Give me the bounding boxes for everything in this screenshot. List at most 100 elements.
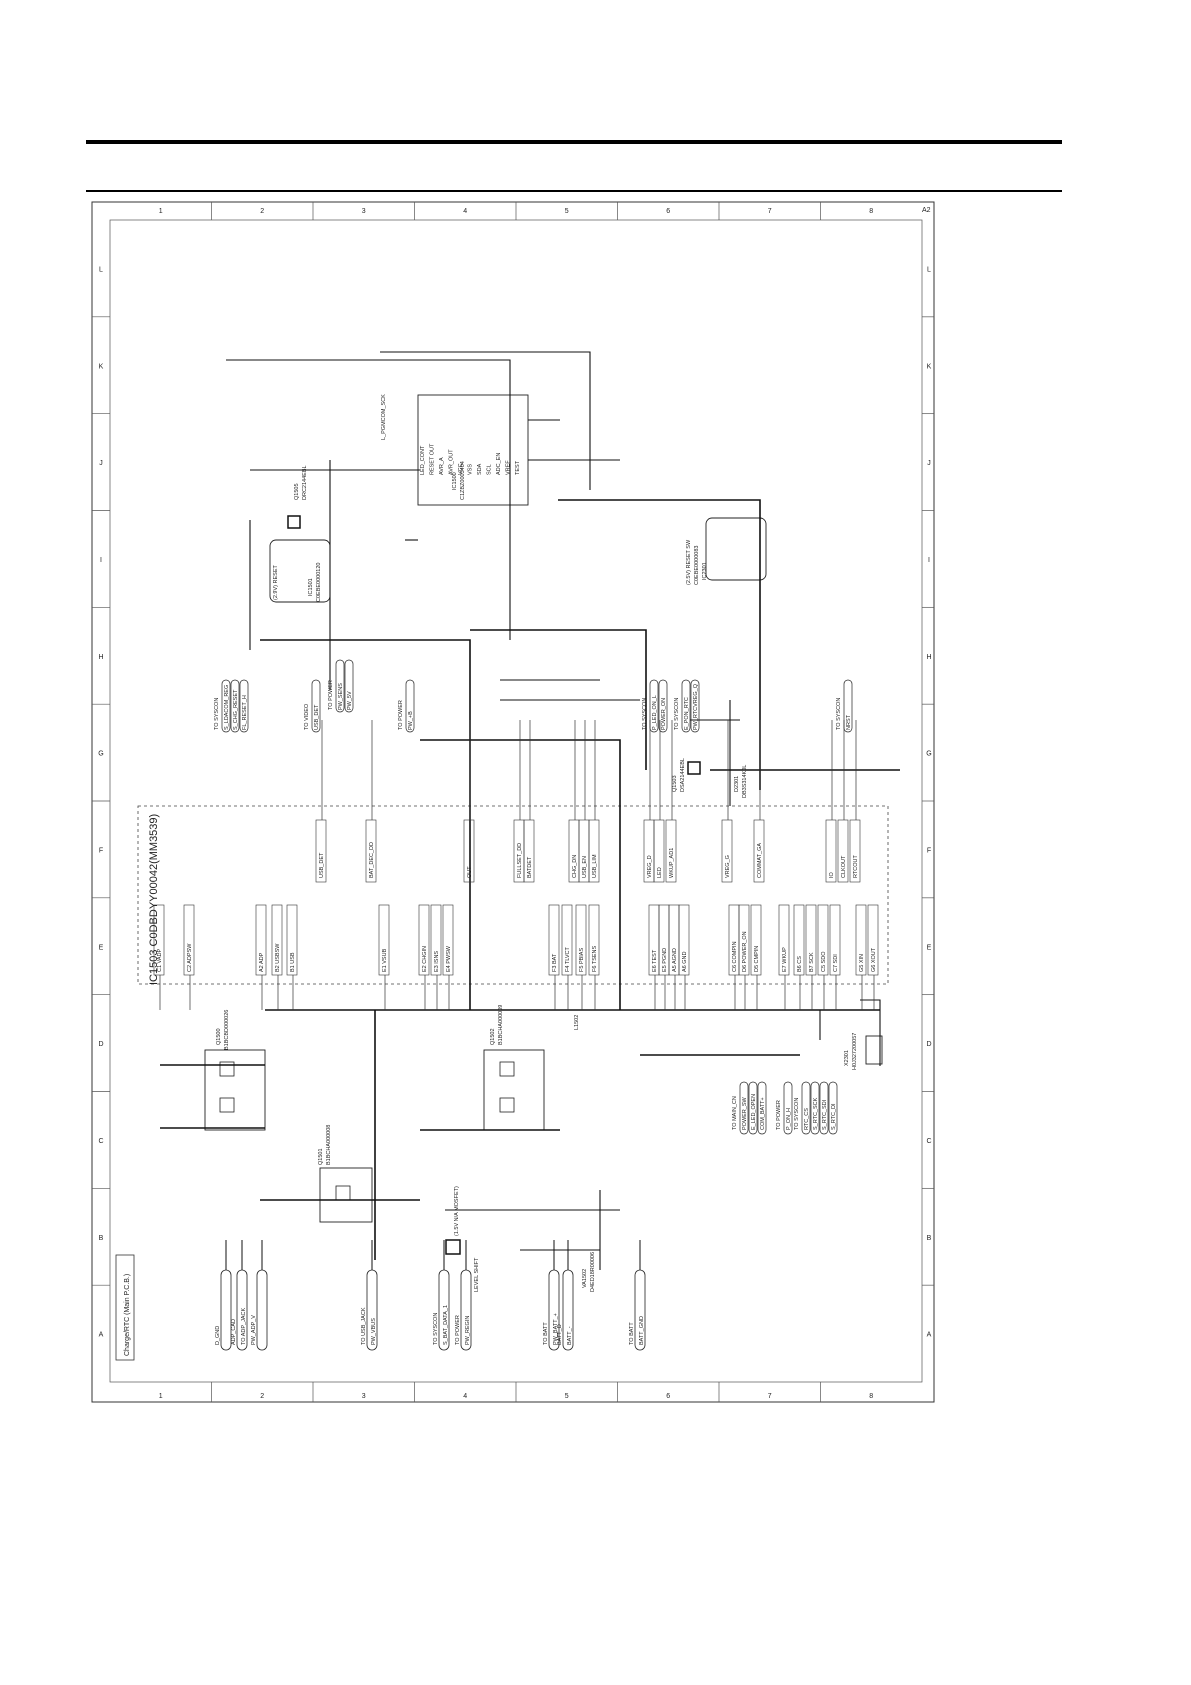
connector-pill bbox=[690, 679, 700, 733]
connector-dest: TO POWER bbox=[328, 680, 334, 710]
grid-column-label: 8 bbox=[869, 208, 873, 215]
grid-row-label: C bbox=[98, 1138, 103, 1145]
ic1503-pin-label: A5 AGND bbox=[672, 948, 678, 972]
connector-pill bbox=[757, 1081, 767, 1135]
ic1503-pin-box bbox=[829, 904, 841, 976]
ic1503-pin-label: BATDET bbox=[527, 856, 533, 878]
grid-row-label: K bbox=[927, 363, 932, 370]
ic1503-dashed-outline bbox=[137, 805, 889, 985]
connector-pill bbox=[658, 679, 668, 733]
ic1501-ref: IC1501 bbox=[308, 578, 314, 596]
connector-signal: POWER_ON bbox=[661, 698, 667, 730]
grid-row-label: L bbox=[927, 266, 931, 273]
ic1503-pin-label: FULLSET_DD bbox=[517, 843, 523, 878]
connector-dest: TO SYSCON bbox=[794, 1098, 800, 1130]
grid-row-label: F bbox=[99, 847, 103, 854]
ic1503-pin-box bbox=[738, 904, 750, 976]
grid-row-label: D bbox=[926, 1041, 931, 1048]
q1500-block: Q1500 B1BCBD000026 bbox=[204, 1010, 266, 1131]
connector-pill bbox=[783, 1081, 793, 1135]
ic1503-pin-label: USB_EN bbox=[582, 856, 588, 878]
connector-pill bbox=[405, 679, 415, 733]
ic1503-title: IC1503 C0DBDYY00042(MM3539) bbox=[148, 814, 160, 985]
grid-column-label: 3 bbox=[362, 208, 366, 215]
ic2301-part: C0EBE0000083 bbox=[694, 546, 700, 585]
connector-signal: P_ON_H bbox=[786, 1108, 792, 1130]
ic1503-pin-label: B7 SCK bbox=[809, 952, 815, 972]
grid-row-label: L bbox=[99, 266, 103, 273]
ic1503-pin-label: VREG_G bbox=[725, 855, 731, 878]
connector-pill bbox=[748, 1081, 758, 1135]
grid-column-label: 4 bbox=[463, 208, 467, 215]
diode-ref: D2301 bbox=[734, 776, 740, 792]
q1505-ref: Q1505 bbox=[294, 483, 300, 500]
ic1503-pin-box bbox=[750, 904, 762, 976]
connector-signal: S_RTC_SCK bbox=[813, 1097, 819, 1130]
connector-dest: TO SYSCON bbox=[214, 698, 220, 730]
connector-pill bbox=[828, 1081, 838, 1135]
ic1500-pin-label: TEST bbox=[515, 460, 521, 475]
ic1503-pin-label: E2 CHGIN bbox=[422, 946, 428, 972]
sheet-inner-frame bbox=[109, 219, 923, 1383]
schematic-wires bbox=[160, 351, 900, 1270]
crystal-part: H0J327200057 bbox=[852, 1033, 858, 1070]
ic1503-pin-box bbox=[817, 904, 829, 976]
connector-signal: E_PON_RTC bbox=[684, 697, 690, 730]
connector-pill bbox=[810, 1081, 820, 1135]
ic1503-pin-label: F5 PBIAS bbox=[579, 948, 585, 972]
connector-pill bbox=[819, 1081, 829, 1135]
sheet-id: A2 bbox=[922, 207, 931, 214]
ic2301-ref: IC2301 bbox=[702, 562, 708, 580]
ic1503-pin-label: WKUP_AD1 bbox=[669, 848, 675, 878]
ic1503-pin-box bbox=[153, 904, 165, 976]
ic1500-pin-label: VREF bbox=[506, 460, 512, 475]
connector-dest: TO USB_JACK bbox=[361, 1307, 367, 1345]
ic1503-pin-box bbox=[665, 819, 677, 883]
ic1503-pin-label: C5 SDO bbox=[821, 951, 827, 972]
ic1503-pin-box bbox=[855, 904, 867, 976]
ic1503-pin-label: C2 ADPSW bbox=[187, 943, 193, 972]
sheet-label: Charge/RTC (Main P.C.B.) bbox=[124, 1274, 131, 1356]
grid-row-label: A bbox=[99, 1332, 104, 1339]
ic1500-pin-label: VCC bbox=[458, 463, 464, 475]
grid-row-label: I bbox=[928, 557, 930, 564]
grid-row-label: G bbox=[926, 751, 931, 758]
ic1503-pin-box bbox=[867, 904, 879, 976]
q1500-ref: Q1500 bbox=[216, 1028, 222, 1045]
q1501-part: B1BCHA000008 bbox=[326, 1125, 332, 1165]
ic1503-pin-box bbox=[778, 904, 790, 976]
connector-dest: TO MAIN_CN bbox=[732, 1096, 738, 1130]
grid-row-label: K bbox=[99, 363, 104, 370]
top-thin-rule bbox=[86, 190, 1062, 192]
connector-pill bbox=[801, 1081, 811, 1135]
connector-signal: USB_DET bbox=[314, 704, 320, 730]
grid-row-label: I bbox=[100, 557, 102, 564]
connector-dest: TO SYSCON bbox=[836, 698, 842, 730]
ic1503-pin-box bbox=[837, 819, 849, 883]
ic1503-pin-box bbox=[653, 819, 665, 883]
connector-signal: TO ADP_JACK bbox=[241, 1307, 247, 1345]
connector-signal: PW_SENS bbox=[338, 683, 344, 710]
diode-part: DB3S314K0L bbox=[742, 765, 748, 798]
ic1501-label: (2.9V) RESET bbox=[273, 565, 279, 600]
ic1503-pin-box bbox=[365, 819, 377, 883]
ic1503-pin-label: B2 USBSW bbox=[275, 943, 281, 972]
connector-signal: BATT_GND bbox=[639, 1316, 645, 1345]
grid-row-label: E bbox=[99, 944, 104, 951]
ic1503-pin-label: G5 XIN bbox=[859, 954, 865, 972]
grid-row-label: D bbox=[98, 1041, 103, 1048]
grid-column-label: 1 bbox=[159, 208, 163, 215]
ic1503-pin-box bbox=[418, 904, 430, 976]
ic1503-pin-label: E5 PGND bbox=[662, 948, 668, 972]
level-shift-part: (1.5V N/A MOSFET) bbox=[454, 1186, 460, 1236]
q1503-block: Q1503 DSA2144EBL bbox=[672, 758, 701, 792]
grid-column-label: 6 bbox=[666, 1393, 670, 1400]
connector-dest: D_GND bbox=[215, 1326, 221, 1345]
